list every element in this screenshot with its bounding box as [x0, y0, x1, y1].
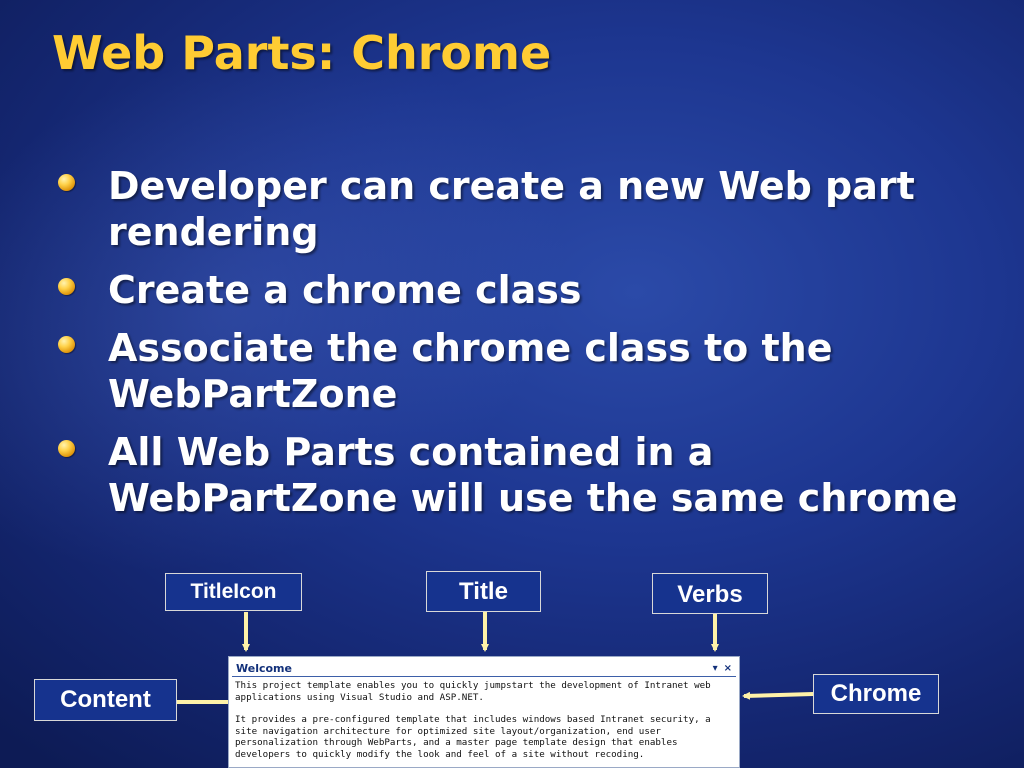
bullet-list: Developer can create a new Web part rend… [58, 163, 988, 533]
bullet-dot-icon [58, 174, 75, 191]
web-part-content: This project template enables you to qui… [229, 677, 739, 767]
web-part-title: Welcome [236, 661, 292, 675]
content-callout: Content [34, 679, 177, 721]
title-callout: Title [426, 571, 541, 612]
bullet-text: Developer can create a new Web part rend… [108, 164, 915, 254]
sample-web-part: Welcome ▾ × This project template enable… [228, 656, 740, 768]
chevron-down-icon[interactable]: ▾ [712, 662, 718, 674]
bullet-text: All Web Parts contained in a WebPartZone… [108, 430, 958, 520]
web-part-title-bar: Welcome ▾ × [232, 660, 736, 677]
bullet-item: Developer can create a new Web part rend… [58, 163, 988, 255]
chrome-arrow [742, 691, 814, 700]
titleicon-callout: TitleIcon [165, 573, 302, 611]
titleicon-label: TitleIcon [190, 580, 277, 603]
bullet-dot-icon [58, 336, 75, 353]
bullet-dot-icon [58, 440, 75, 457]
slide-title: Web Parts: Chrome [52, 26, 552, 80]
bullet-item: All Web Parts contained in a WebPartZone… [58, 429, 988, 521]
verbs-callout: Verbs [652, 573, 768, 614]
chrome-callout: Chrome [813, 674, 939, 714]
bullet-item: Create a chrome class [58, 267, 988, 313]
bullet-item: Associate the chrome class to the WebPar… [58, 325, 988, 417]
bullet-text: Create a chrome class [108, 268, 582, 312]
verbs-label: Verbs [677, 581, 743, 608]
chrome-label: Chrome [830, 680, 922, 707]
close-icon[interactable]: × [723, 662, 732, 674]
title-label: Title [459, 578, 508, 605]
web-part-paragraph: This project template enables you to qui… [235, 680, 711, 703]
bullet-dot-icon [58, 278, 75, 295]
content-label: Content [60, 686, 151, 713]
bullet-text: Associate the chrome class to the WebPar… [108, 326, 833, 416]
web-part-verbs: ▾ × [713, 663, 732, 674]
web-part-paragraph: It provides a pre-configured template th… [235, 714, 711, 760]
